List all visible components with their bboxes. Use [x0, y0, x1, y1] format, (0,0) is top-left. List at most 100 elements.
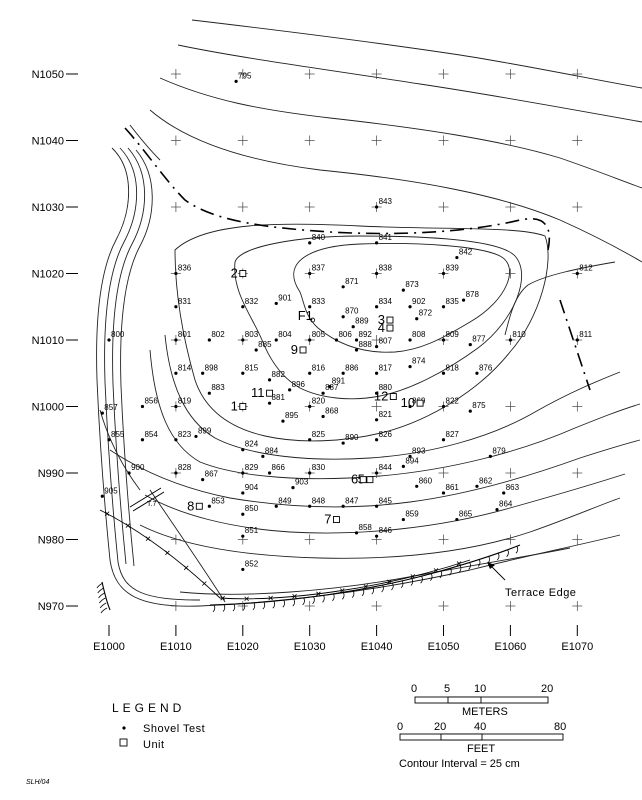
shovel-test: 818: [441, 363, 459, 375]
shovel-test-label: 824: [245, 440, 259, 449]
shovel-test-label: 872: [419, 309, 433, 318]
shovel-test: 828: [174, 463, 192, 475]
shovel-test: 844: [375, 463, 392, 475]
shovel-test-label: 853: [211, 496, 225, 505]
excavation-unit: 6: [351, 472, 367, 487]
shovel-test-label: 875: [472, 401, 486, 410]
grid-cross: [505, 69, 516, 79]
shovel-test-dot: [100, 494, 104, 498]
shovel-test: 810: [508, 330, 526, 342]
grid-cross: [237, 69, 248, 79]
contour-line: [99, 409, 141, 491]
grid-cross: [237, 135, 248, 146]
unit-square: [239, 403, 247, 410]
shovel-test: 868: [321, 406, 339, 419]
contour-lines: [96, 19, 642, 607]
shovel-test-label: 845: [379, 496, 393, 505]
contour-line: [504, 261, 616, 336]
northing-axis: N1050N1040N1030N1020N1010N1000N990N980N9…: [32, 69, 78, 613]
shovel-test: 887: [321, 383, 339, 395]
grid-cross: [304, 135, 315, 146]
shovel-test-label: 895: [285, 411, 299, 420]
legend-unit-symbol: [119, 738, 128, 747]
contour-interval-note: Contour Interval = 25 cm: [399, 758, 520, 770]
grid-cross: [371, 69, 382, 79]
shovel-test-label: 874: [412, 357, 426, 366]
grid-cross: [438, 202, 449, 212]
shovel-test: 847: [341, 496, 359, 508]
shovel-test-dot: [468, 409, 472, 413]
grid-cross: [438, 468, 449, 478]
shovel-test: 873: [401, 280, 419, 292]
shovel-test-dot: [140, 404, 145, 409]
shovel-test: 854: [140, 430, 158, 442]
shovel-test-label: 866: [272, 463, 286, 472]
shovel-test-dot: [375, 471, 379, 475]
easting-label: E1070: [561, 641, 593, 653]
shovel-test-label: 892: [359, 330, 373, 339]
shovel-test-label: 816: [312, 363, 326, 372]
shovel-test: 831: [174, 297, 192, 309]
shovel-test: 805: [308, 330, 326, 342]
shovel-test: 814: [174, 363, 192, 375]
shovel-test: 825: [308, 430, 326, 442]
shovel-test-label: 800: [111, 330, 125, 339]
unit-square: [299, 346, 307, 354]
shovel-test: 849: [274, 496, 292, 508]
grid-cross: [572, 135, 583, 146]
shovel-test: 801: [174, 330, 192, 342]
shovel-test: 851: [241, 526, 259, 538]
shovel-test-label: 873: [405, 280, 419, 289]
shovel-test-dot: [174, 471, 178, 475]
shovel-test-dot: [100, 411, 104, 415]
shovel-test-label: 871: [345, 277, 359, 286]
shovel-test-dot: [341, 441, 345, 445]
shovel-test: 842: [455, 248, 473, 260]
contour-line: [174, 223, 549, 442]
shovel-test: 888: [354, 340, 372, 352]
shovel-test-label: 862: [479, 476, 493, 485]
shovel-test-dot: [575, 338, 579, 342]
shovel-test-dot: [241, 371, 245, 375]
shovel-test: 827: [441, 430, 459, 442]
terrace-dashdot-line: [124, 127, 591, 391]
grid-cross: [505, 601, 516, 611]
grid-crosses: [170, 69, 583, 611]
shovel-test: 871: [341, 277, 359, 289]
easting-label: E1020: [227, 641, 259, 653]
shovel-test-label: 820: [312, 397, 326, 406]
shovel-test-dot: [174, 338, 178, 342]
legend-shovel-test-symbol: [122, 726, 126, 730]
shovel-test: 905: [100, 486, 118, 498]
shovel-test-label: 811: [579, 330, 592, 339]
shovel-test-label: 832: [245, 297, 259, 306]
grid-cross: [170, 534, 181, 545]
shovel-test-label: 808: [412, 330, 426, 339]
contour-line: [149, 109, 642, 263]
shovel-test: 856: [140, 397, 158, 409]
shovel-test-label: 904: [245, 483, 259, 492]
shovel-test: 802: [207, 330, 225, 342]
shovel-test-dot: [415, 484, 419, 488]
shovel-test-dot: [341, 371, 345, 375]
shovel-test-label: 902: [412, 297, 426, 306]
grid-cross: [304, 601, 315, 611]
unit-label: 3: [378, 312, 385, 327]
shovel-test-label: 833: [312, 297, 326, 306]
shovel-test-dot: [308, 338, 312, 342]
shovel-test-label: 858: [359, 523, 373, 532]
shovel-test-dot: [375, 438, 379, 442]
shovel-test: 819: [174, 397, 192, 409]
shovel-test: 859: [401, 510, 419, 522]
shovel-test-label: 805: [312, 330, 326, 339]
shovel-test-dot: [354, 338, 359, 342]
grid-cross: [170, 135, 181, 146]
shovel-test-dot: [308, 371, 312, 375]
grid-cross: [438, 601, 449, 611]
shovel-test-label: 882: [272, 370, 286, 379]
shovel-test-dot: [375, 345, 379, 349]
shovel-test-label: 900: [131, 463, 145, 472]
northing-label: N1030: [32, 202, 64, 214]
